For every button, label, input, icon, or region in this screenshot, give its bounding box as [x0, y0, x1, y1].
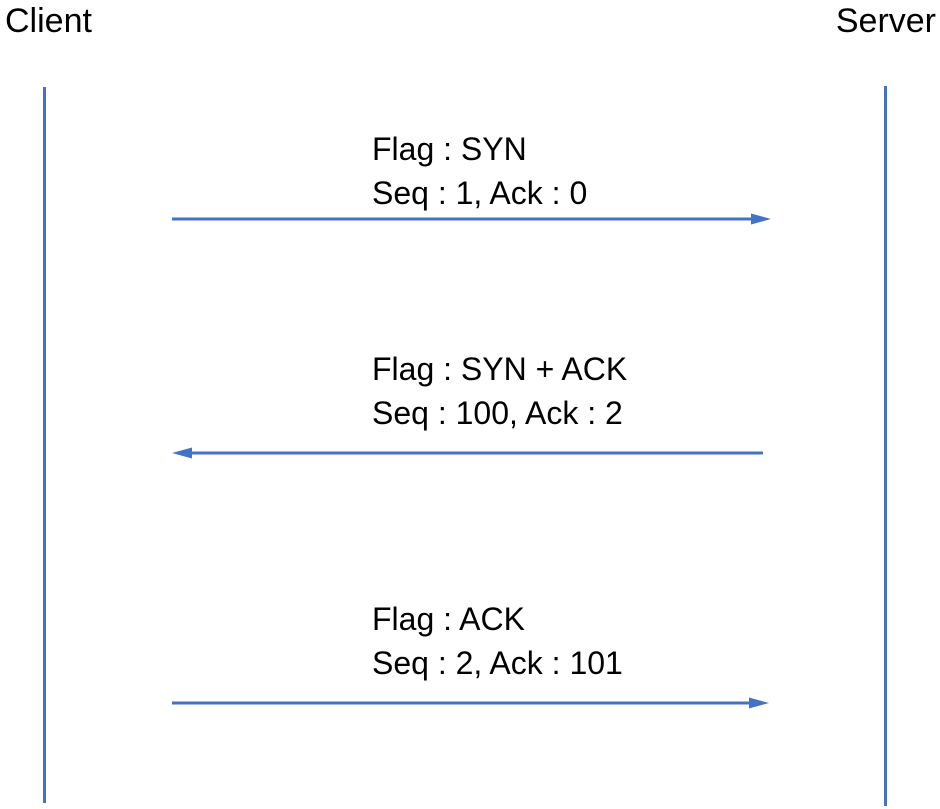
server-lifeline [884, 86, 887, 806]
ack-message-label: Flag : ACK Seq : 2, Ack : 101 [372, 597, 623, 685]
ack-seq-line: Seq : 2, Ack : 101 [372, 645, 623, 681]
syn-seq-line: Seq : 1, Ack : 0 [372, 175, 588, 211]
syn-flag-line: Flag : SYN [372, 131, 527, 167]
syn-arrow [172, 213, 771, 225]
client-lifeline [43, 87, 46, 803]
syn-ack-message-label: Flag : SYN + ACK Seq : 100, Ack : 2 [372, 347, 627, 435]
ack-flag-line: Flag : ACK [372, 601, 525, 637]
client-actor-label: Client [5, 2, 92, 40]
server-actor-label: Server [835, 2, 936, 40]
ack-arrow [172, 697, 769, 709]
syn-ack-flag-line: Flag : SYN + ACK [372, 351, 628, 387]
syn-ack-seq-line: Seq : 100, Ack : 2 [372, 395, 623, 431]
syn-ack-arrow [172, 447, 763, 459]
syn-message-label: Flag : SYN Seq : 1, Ack : 0 [372, 127, 587, 215]
